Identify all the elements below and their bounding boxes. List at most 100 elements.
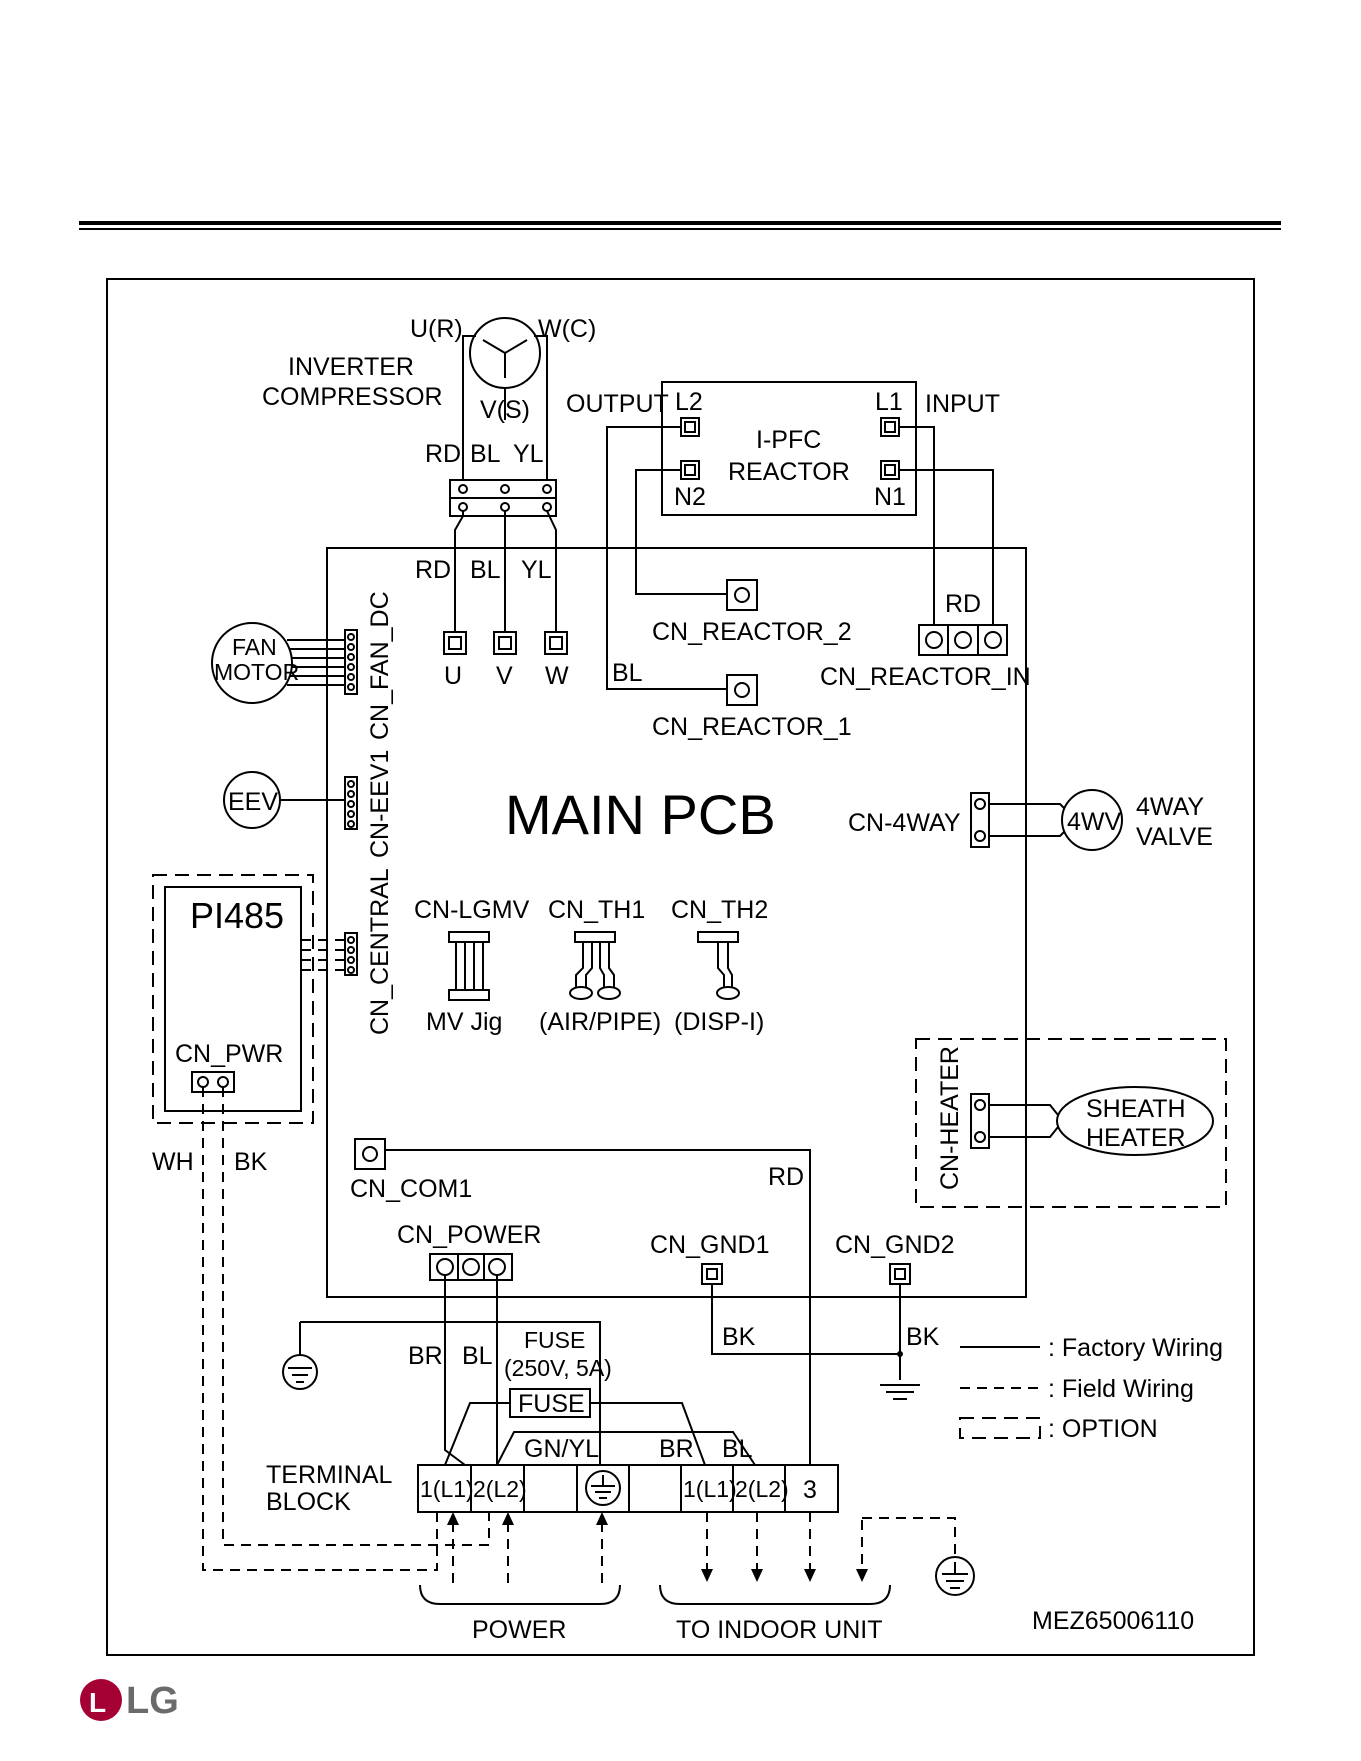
pi485-label: PI485 xyxy=(190,895,284,936)
fuse-box-label: FUSE xyxy=(518,1390,585,1418)
compressor-v-label: V(S) xyxy=(480,396,530,424)
gn-yl-label: GN/YL xyxy=(524,1435,599,1463)
sheath-heater-label-2: HEATER xyxy=(1086,1124,1186,1152)
cn-eev1-label: CN-EEV1 xyxy=(366,750,394,858)
lg-logo: L LG xyxy=(80,1679,179,1722)
indoor-bracket: TO INDOOR UNIT xyxy=(659,1584,891,1644)
eev-label: EEV xyxy=(228,788,278,816)
power-bl-label: BL xyxy=(462,1342,493,1370)
cn-power-label: CN_POWER xyxy=(397,1221,541,1249)
reactor-n1-label: N1 xyxy=(874,483,906,511)
header-rule xyxy=(79,221,1281,230)
i-pfc-reactor: OUTPUT INPUT L2 L1 N2 N1 I-PFC REACTOR xyxy=(566,381,1000,690)
mv-jig-label: MV Jig xyxy=(426,1008,502,1036)
cn-gnd1-label: CN_GND1 xyxy=(650,1231,769,1259)
com-rd-label: RD xyxy=(768,1163,804,1191)
model-number: MEZ65006110 xyxy=(1032,1607,1194,1635)
sensor-connectors: CN-LGMV CN_TH1 CN_TH2 MV Jig (AIR/PIPE) … xyxy=(414,896,768,1036)
compressor-label-1: INVERTER xyxy=(288,353,414,381)
tb-bl-label: BL xyxy=(722,1435,753,1463)
sheath-heater-label-1: SHEATH xyxy=(1086,1095,1186,1123)
gnd2-bk-label: BK xyxy=(906,1323,940,1351)
cn-th2-label: CN_TH2 xyxy=(671,896,768,924)
legend-option: : OPTION xyxy=(1048,1415,1158,1443)
wire-bk-pwr-label: BK xyxy=(234,1148,268,1176)
tb-2-l2: 2(L2) xyxy=(473,1476,527,1502)
wire-yl-pcb: YL xyxy=(521,556,552,584)
tb-br-label: BR xyxy=(659,1435,694,1463)
fourway-label-1: 4WAY xyxy=(1136,793,1204,821)
disp-i-label: (DISP-I) xyxy=(674,1008,764,1036)
four-way-valve: CN-4WAY 4WV 4WAY VALVE xyxy=(848,789,1213,851)
cn-reactor-in-label: CN_REACTOR_IN xyxy=(820,663,1031,691)
wire-wh-label: WH xyxy=(152,1148,194,1176)
cn-th1-label: CN_TH1 xyxy=(548,896,645,924)
tb-indoor-3: 3 xyxy=(803,1476,817,1504)
sheath-heater-option: CN-HEATER SHEATH HEATER xyxy=(915,1038,1227,1208)
cn-reactor-1-label: CN_REACTOR_1 xyxy=(652,713,852,741)
legend-factory: : Factory Wiring xyxy=(1048,1334,1223,1362)
svg-text:L: L xyxy=(89,1687,106,1718)
power-connectors: CN_POWER CN_GND1 CN_GND2 BK BK xyxy=(397,1221,954,1400)
reactor-l1-label: L1 xyxy=(875,388,903,416)
fourway-label-2: VALVE xyxy=(1136,823,1213,851)
wire-bl-pcb: BL xyxy=(470,556,501,584)
fuse-label-2: (250V, 5A) xyxy=(504,1355,612,1381)
pin-v-label: V xyxy=(496,662,513,690)
pin-u-label: U xyxy=(444,662,462,690)
fourwv-label: 4WV xyxy=(1067,808,1122,836)
cn-heater-label: CN-HEATER xyxy=(936,1046,964,1190)
cn-gnd2-label: CN_GND2 xyxy=(835,1231,954,1259)
terminal-block: TERMINAL BLOCK 1(L1) 2(L2) 1(L1) 2(L2) 3 xyxy=(266,1461,839,1516)
to-indoor-label: TO INDOOR UNIT xyxy=(676,1616,882,1644)
cn-com1: CN_COM1 RD xyxy=(350,1138,811,1465)
gnd1-bk-label: BK xyxy=(722,1323,756,1351)
cn-reactor-connectors: CN_REACTOR_2 CN_REACTOR_1 BL RD CN_REACT… xyxy=(612,579,1031,741)
pi485-option: PI485 CN_PWR CN_CENTRAL WH BK xyxy=(152,868,490,1571)
fan-motor: FAN MOTOR CN_FAN_DC xyxy=(211,591,394,740)
air-pipe-label: (AIR/PIPE) xyxy=(539,1008,661,1036)
terminal-label-2: BLOCK xyxy=(266,1488,351,1516)
power-label: POWER xyxy=(472,1616,566,1644)
reactor-bl-label: BL xyxy=(612,659,643,687)
terminal-label-1: TERMINAL xyxy=(266,1461,393,1489)
fan-motor-label-1: FAN xyxy=(232,634,277,660)
tb-indoor-1-l1: 1(L1) xyxy=(683,1476,737,1502)
earth-symbol-left xyxy=(282,1321,601,1465)
inverter-compressor: INVERTER COMPRESSOR U(R) W(C) V(S) RD BL… xyxy=(262,315,596,632)
fan-motor-label-2: MOTOR xyxy=(214,659,299,685)
diagram-frame xyxy=(106,278,1255,1656)
lg-logo-text: LG xyxy=(126,1680,179,1722)
tb-1-l1: 1(L1) xyxy=(420,1476,474,1502)
legend-field: : Field Wiring xyxy=(1048,1375,1194,1403)
reactor-name-1: I-PFC xyxy=(756,426,821,454)
cn-pwr-label: CN_PWR xyxy=(175,1040,283,1068)
compressor-label-2: COMPRESSOR xyxy=(262,383,443,411)
reactor-n2-label: N2 xyxy=(674,483,706,511)
tb-indoor-2-l2: 2(L2) xyxy=(735,1476,789,1502)
eev: EEV CN-EEV1 xyxy=(223,750,394,858)
compressor-u-label: U(R) xyxy=(410,315,463,343)
wire-rd-pcb: RD xyxy=(415,556,451,584)
legend: : Factory Wiring : Field Wiring : OPTION xyxy=(959,1334,1223,1443)
reactor-l2-label: L2 xyxy=(675,388,703,416)
power-br-label: BR xyxy=(408,1342,443,1370)
wire-rd-top: RD xyxy=(425,440,461,468)
power-bracket: POWER xyxy=(419,1584,621,1644)
compressor-w-label: W(C) xyxy=(538,315,596,343)
cn-reactor-2-label: CN_REACTOR_2 xyxy=(652,618,852,646)
fuse-label-1: FUSE xyxy=(524,1327,585,1353)
reactor-output-label: OUTPUT xyxy=(566,390,669,418)
reactor-input-label: INPUT xyxy=(925,390,1000,418)
reactor-name-2: REACTOR xyxy=(728,458,850,486)
field-wiring-arrows xyxy=(447,1512,975,1596)
cn-fan-dc-label: CN_FAN_DC xyxy=(366,591,394,740)
cn-4way-label: CN-4WAY xyxy=(848,809,961,837)
cn-central-label: CN_CENTRAL xyxy=(366,868,394,1035)
main-pcb-board xyxy=(326,547,1027,1298)
pin-w-label: W xyxy=(545,662,569,690)
pcb-uvw-pins: RD BL YL U V W xyxy=(415,556,569,690)
cn-com1-label: CN_COM1 xyxy=(350,1175,472,1203)
main-pcb-label: MAIN PCB xyxy=(505,783,776,846)
